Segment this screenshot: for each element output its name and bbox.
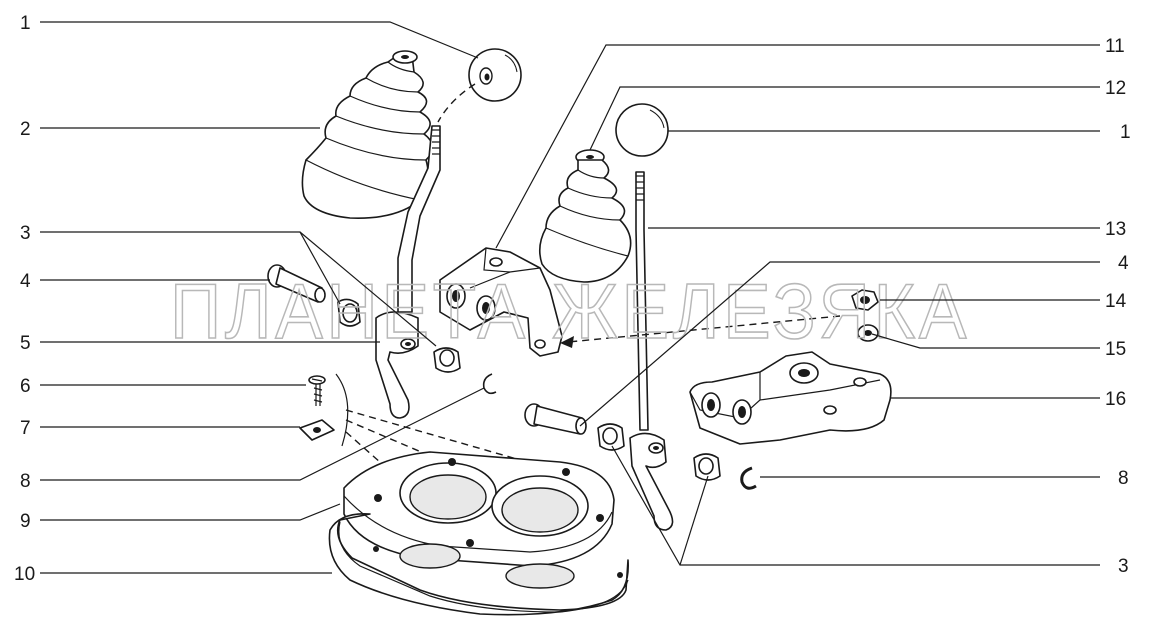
callout-left-1: 1 — [20, 13, 31, 34]
right-knob-ball — [615, 103, 669, 157]
callout-left-5: 5 — [20, 333, 31, 354]
callout-right-8: 8 — [1118, 468, 1129, 489]
callout-right-11: 11 — [1105, 36, 1125, 57]
left-circlip — [482, 373, 497, 395]
left-lever-bushing — [433, 347, 461, 373]
callout-left-8: 8 — [20, 471, 31, 492]
left-pivot-bolt — [267, 264, 326, 303]
right-bushing-b — [693, 453, 721, 481]
callout-left-7: 7 — [20, 418, 31, 439]
callout-right-14: 14 — [1105, 291, 1127, 312]
left-knob-ball — [468, 48, 522, 102]
nut-guide-arrow — [560, 336, 574, 348]
left-bushing — [337, 298, 361, 327]
callout-labels: 1 2 3 4 5 6 7 8 9 10 11 12 1 13 4 14 15 … — [14, 13, 1131, 585]
callout-right-13: 13 — [1105, 219, 1126, 240]
left-knob-path — [437, 83, 476, 123]
watermark-text: ПЛАНЕТА ЖЕЛЕЗЯКА — [170, 267, 970, 355]
support-bracket — [439, 247, 563, 357]
bottom-gasket — [328, 513, 629, 616]
clip-nut — [299, 419, 335, 441]
callout-left-6: 6 — [20, 376, 31, 397]
callout-right-16: 16 — [1105, 389, 1126, 410]
callout-right-3: 3 — [1118, 556, 1129, 577]
right-circlip — [740, 466, 757, 490]
callout-left-9: 9 — [20, 511, 31, 532]
right-bellows-boot — [538, 149, 632, 283]
right-pivot-bolt — [524, 403, 587, 435]
callout-right-1: 1 — [1120, 122, 1131, 143]
callout-left-2: 2 — [20, 119, 31, 140]
fastener-guide-1 — [345, 409, 563, 473]
right-gear-lever — [629, 171, 674, 531]
left-bellows-boot — [301, 50, 434, 219]
fastener-bracket — [335, 373, 349, 447]
callout-right-15: 15 — [1105, 339, 1126, 360]
screw — [308, 375, 326, 406]
callout-left-10: 10 — [14, 564, 35, 585]
nut — [851, 289, 879, 311]
top-mounting-plate — [343, 451, 615, 567]
right-housing — [689, 351, 892, 445]
callout-left-4: 4 — [20, 271, 31, 292]
callout-left-3: 3 — [20, 223, 31, 244]
leader-lines — [40, 21, 1100, 574]
left-gear-lever — [375, 125, 441, 419]
spring-washer — [857, 324, 879, 342]
callout-right-12: 12 — [1105, 78, 1126, 99]
nut-guide — [567, 315, 841, 343]
right-bushing-a — [597, 423, 625, 451]
callout-right-4: 4 — [1118, 253, 1129, 274]
